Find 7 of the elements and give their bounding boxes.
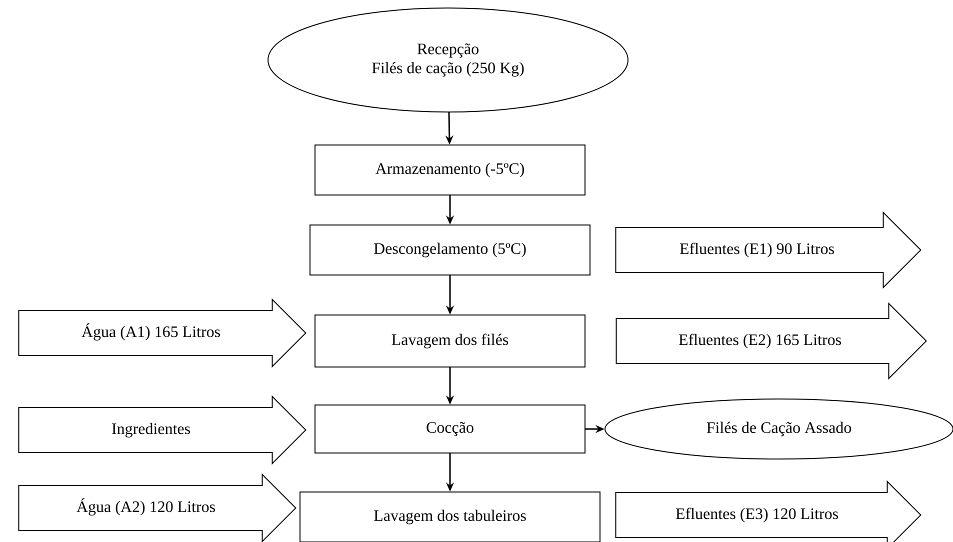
- arrow-shaped-box: Água (A2) 120 Litros: [18, 473, 296, 542]
- process-box: Armazenamento (-5ºC): [314, 144, 586, 196]
- process-box: Cocção: [314, 404, 586, 454]
- process-box: Lavagem dos filés: [314, 314, 586, 368]
- process-box: Lavagem dos tabuleiros: [300, 492, 600, 542]
- arrow-shaped-box: Efluentes (E3) 120 Litros: [615, 480, 922, 542]
- process-box: Descongelamento (5ºC): [310, 224, 590, 276]
